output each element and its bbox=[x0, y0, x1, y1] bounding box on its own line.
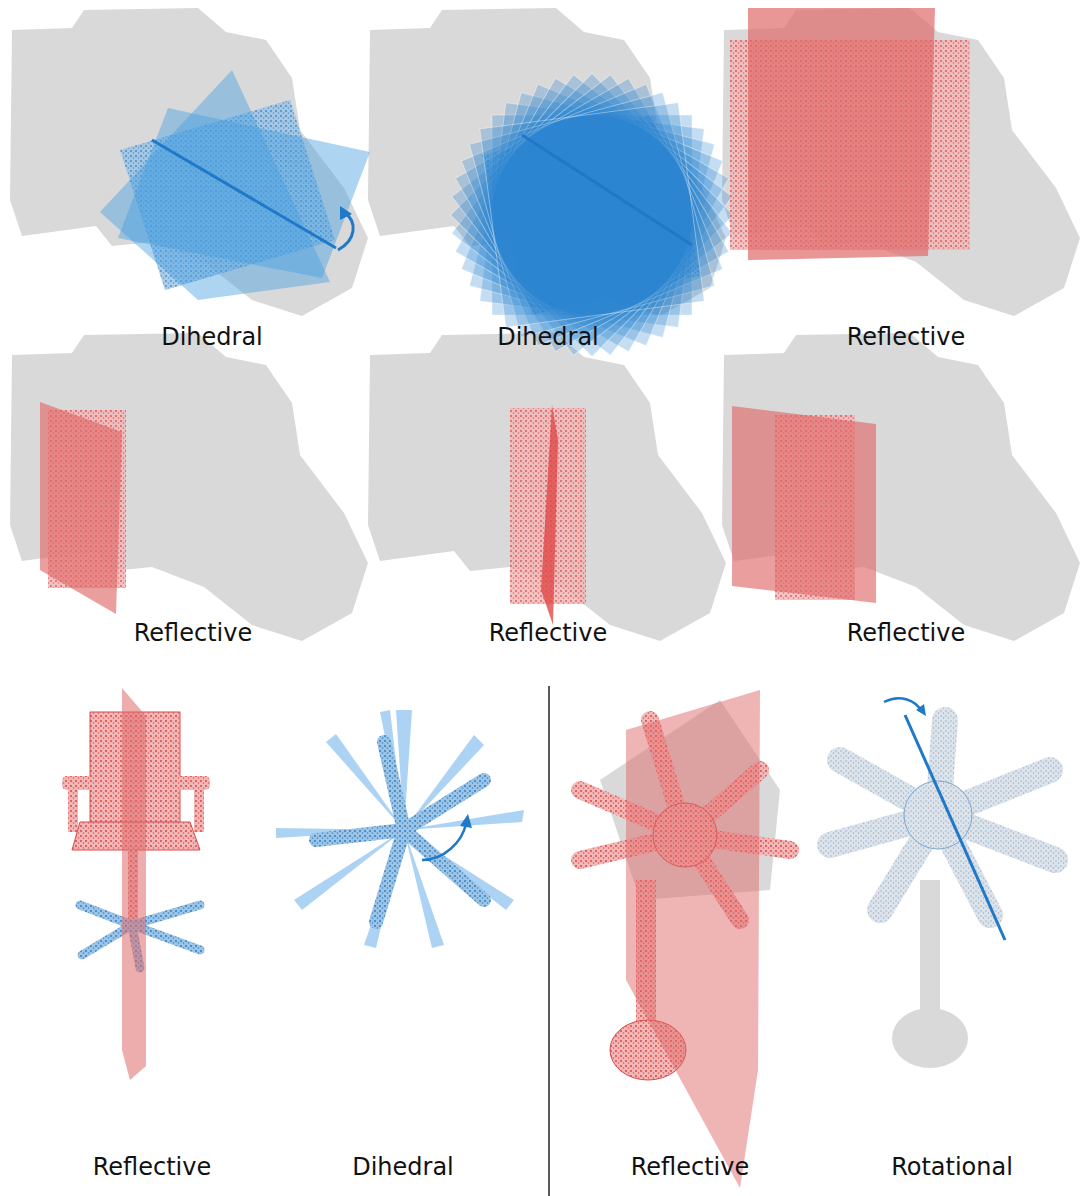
panel-caption: Reflective bbox=[134, 619, 253, 648]
dihedral-planes bbox=[100, 70, 370, 300]
camera-silhouette bbox=[368, 333, 726, 641]
panel-caption: Rotational bbox=[891, 1153, 1013, 1182]
panel-caption: Reflective bbox=[93, 1153, 212, 1182]
panel-caption: Reflective bbox=[489, 619, 608, 648]
reflective-plane bbox=[732, 406, 876, 603]
reflective-plane bbox=[510, 405, 586, 625]
camera-silhouette bbox=[10, 333, 368, 641]
panel-caption: Reflective bbox=[631, 1153, 750, 1182]
panel-caption: Dihedral bbox=[161, 323, 263, 352]
panel-caption: Dihedral bbox=[497, 323, 599, 352]
dihedral-planes bbox=[451, 74, 734, 357]
panel-caption: Reflective bbox=[847, 619, 966, 648]
fan-reflective bbox=[580, 690, 790, 1188]
divider bbox=[548, 686, 550, 1196]
camera-silhouette bbox=[722, 333, 1080, 641]
chair-reflective bbox=[62, 688, 210, 1080]
reflective-plane bbox=[40, 402, 126, 614]
reflective-plane bbox=[730, 8, 970, 260]
camera-silhouette bbox=[722, 8, 1080, 316]
star-base-dihedral bbox=[276, 710, 524, 948]
panel-caption: Reflective bbox=[847, 323, 966, 352]
panel-caption: Dihedral bbox=[352, 1153, 454, 1182]
fan-rotational bbox=[830, 698, 1055, 1068]
